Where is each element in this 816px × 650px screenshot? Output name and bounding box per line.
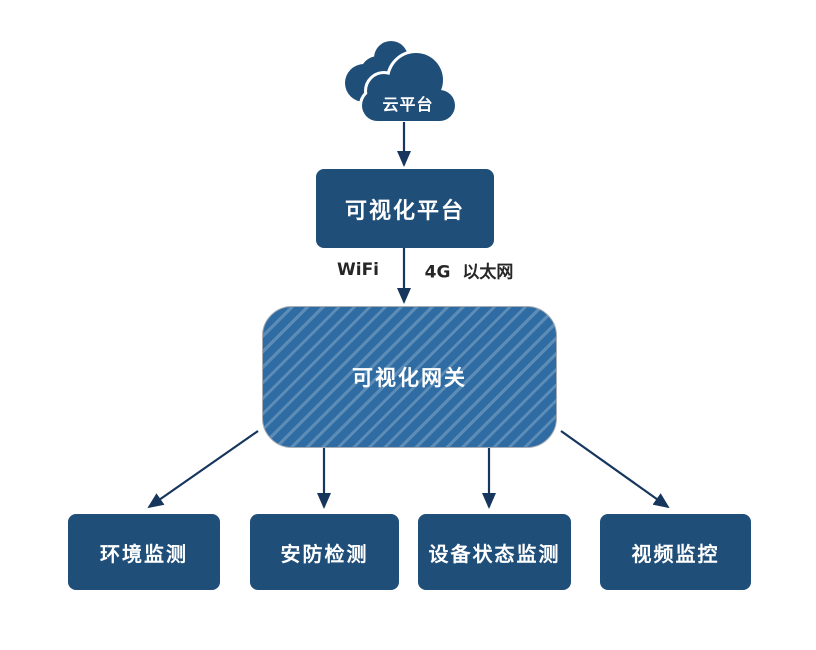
gateway-node: 可视化网关 [262, 306, 557, 448]
4g-ethernet-link-label: 4G 以太网 [424, 262, 514, 283]
wifi-link-label: WiFi [336, 260, 380, 280]
cloud-front-puff [362, 53, 455, 121]
endpoint-device-status-monitoring: 设备状态监测 [418, 514, 571, 590]
arrow-gateway-to-environment [147, 430, 259, 509]
endpoint-environment-monitoring: 环境监测 [68, 514, 220, 590]
endpoint-video-surveillance: 视频监控 [600, 514, 751, 590]
cloud-icon: 云平台 [345, 41, 458, 124]
cloud-label: 云平台 [382, 95, 433, 114]
arrow-gateway-to-video [560, 430, 670, 509]
platform-node: 可视化平台 [316, 169, 494, 248]
endpoint-security-detection: 安防检测 [250, 514, 399, 590]
